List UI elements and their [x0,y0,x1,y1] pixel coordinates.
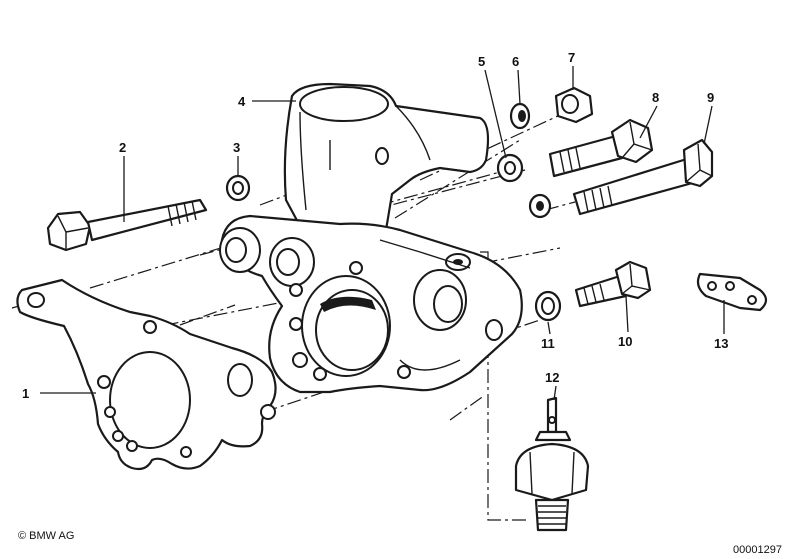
cover-plate-part-13 [696,272,768,312]
bolt-part-8 [548,118,654,178]
callout-3: 3 [233,140,240,155]
callout-2: 2 [119,140,126,155]
callout-8: 8 [652,90,659,105]
callout-9: 9 [707,90,714,105]
callout-7: 7 [568,50,575,65]
bolt-part-9 [572,138,714,216]
bracket-part [283,82,490,232]
callout-5: 5 [478,54,485,69]
gasket-part [16,278,277,471]
callout-10: 10 [618,334,632,349]
washer-part-5 [496,153,524,183]
copyright-text: © BMW AG [18,530,74,542]
callout-leaders [40,66,725,401]
bolt-part-10 [574,260,652,308]
callout-labels: 1 2 3 4 5 6 7 8 9 10 11 12 13 [22,50,728,401]
callout-1: 1 [22,386,29,401]
nut-part-7 [554,86,594,124]
lock-washer-part-6 [509,102,531,130]
callout-13: 13 [714,336,728,351]
diagram-number: 00001297 [733,544,782,556]
washer-part-3 [225,174,251,202]
pump-housing-part [219,214,523,394]
callout-11: 11 [541,336,555,351]
long-bolt-part [46,198,208,252]
washer-near-bolt-9 [528,193,552,219]
seal-ring-part-11 [534,290,562,322]
callout-6: 6 [512,54,519,69]
callout-12: 12 [545,370,559,385]
pressure-switch-part-12 [514,396,590,532]
callout-4: 4 [238,94,246,109]
